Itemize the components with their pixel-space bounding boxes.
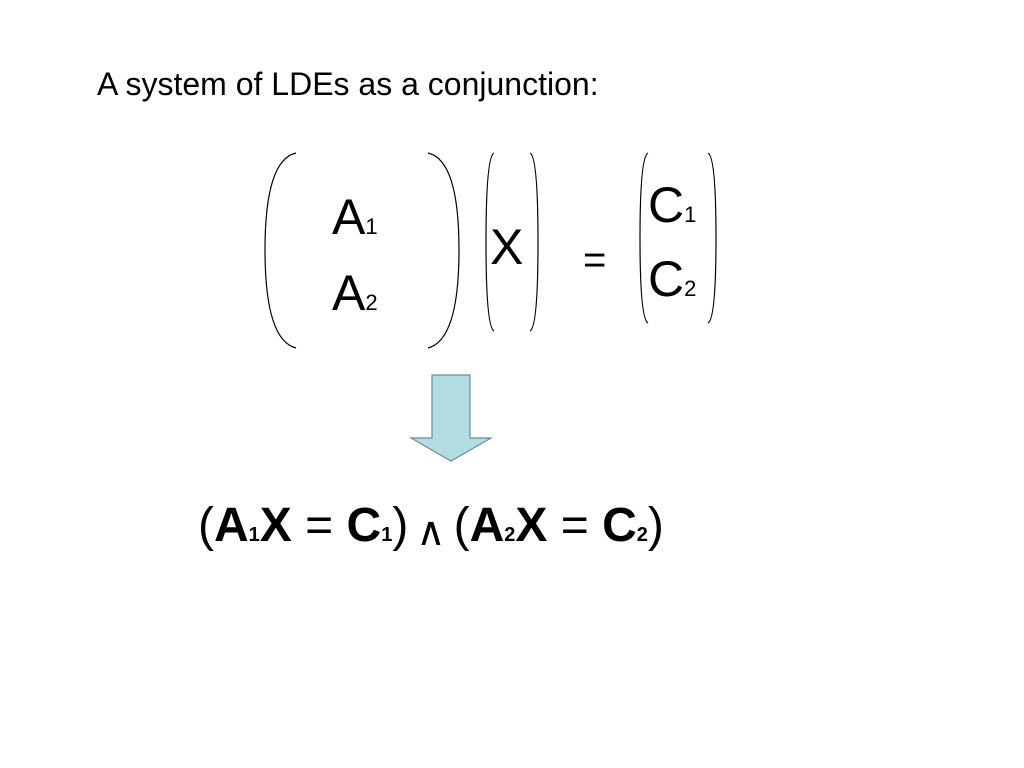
a2-sub: 2 <box>504 524 516 546</box>
matrix-c-left-bracket <box>639 152 649 324</box>
matrix-a-row-1: A1 <box>332 192 378 252</box>
x1-term: X <box>259 499 292 552</box>
matrix-c-row-2-base: C <box>648 251 685 307</box>
matrix-a-left-bracket <box>264 152 297 349</box>
equals-2: = <box>560 499 589 552</box>
close-paren-2: ) <box>647 499 664 552</box>
matrix-c-row-1: C1 <box>648 180 696 240</box>
a1-term: A <box>213 499 249 552</box>
matrix-x-right-bracket <box>529 152 539 332</box>
c2-sub: 2 <box>636 524 648 546</box>
matrix-c-row-2: C2 <box>648 254 696 314</box>
c1-term: C <box>346 499 382 552</box>
matrix-c-row-1-base: C <box>648 177 685 233</box>
c1-sub: 1 <box>381 524 393 546</box>
matrix-x-label: X <box>490 219 524 275</box>
conjunction-expression: (A1X = C1)∧(A2X = C2) <box>198 498 664 563</box>
matrix-c-row-2-sub: 2 <box>684 276 697 301</box>
matrix-a-row-2: A2 <box>332 268 378 328</box>
matrix-a-row-2-sub: 2 <box>365 290 378 315</box>
open-paren-1: ( <box>198 499 214 552</box>
matrix-c-right-bracket <box>707 152 717 324</box>
x2-term: X <box>515 499 548 552</box>
a2-term: A <box>469 499 505 552</box>
down-arrow-icon <box>408 374 494 462</box>
logical-and-symbol: ∧ <box>416 510 446 554</box>
c2-term: C <box>602 499 637 552</box>
close-paren-1: ) <box>392 499 409 552</box>
matrix-c-row-1-sub: 1 <box>684 202 697 227</box>
equals-1: = <box>305 499 334 552</box>
matrix-equals: = <box>583 238 607 282</box>
open-paren-2: ( <box>453 499 470 552</box>
a1-sub: 1 <box>248 524 260 546</box>
matrix-a-right-bracket <box>427 152 460 349</box>
matrix-a-row-2-base: A <box>332 265 366 321</box>
matrix-a-row-1-sub: 1 <box>365 214 378 239</box>
matrix-x-left-bracket <box>485 152 495 332</box>
slide-title: A system of LDEs as a conjunction: <box>97 66 599 102</box>
matrix-a-row-1-base: A <box>332 189 366 245</box>
